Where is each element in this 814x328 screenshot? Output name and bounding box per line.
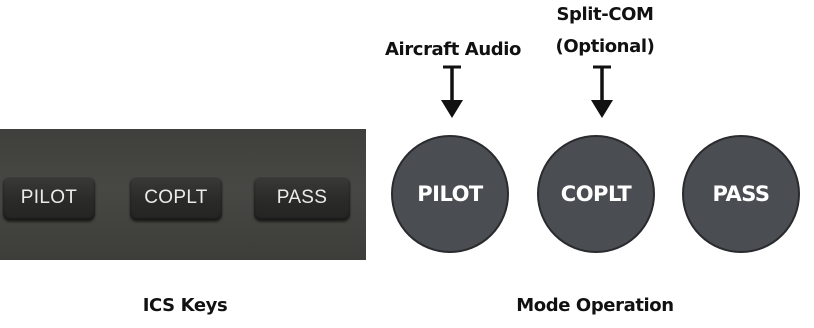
ics-keys-caption: ICS Keys [142,295,228,316]
coplt-mode-circle: COPLT [537,135,655,253]
aircraft-audio-arrow [441,65,463,118]
pass-mode-circle: PASS [682,135,800,253]
ics-key-panel: PILOT COPLT PASS [0,129,366,260]
split-com-arrow [591,65,613,118]
pilot-key[interactable]: PILOT [3,176,95,220]
pilot-mode-circle: PILOT [391,135,509,253]
mode-operation-caption: Mode Operation [516,295,674,316]
aircraft-audio-label: Aircraft Audio [385,39,521,60]
split-com-optional-label: (Optional) [555,36,655,57]
pass-key[interactable]: PASS [254,176,350,220]
coplt-key[interactable]: COPLT [130,176,222,220]
split-com-label: Split-COM [556,4,654,25]
